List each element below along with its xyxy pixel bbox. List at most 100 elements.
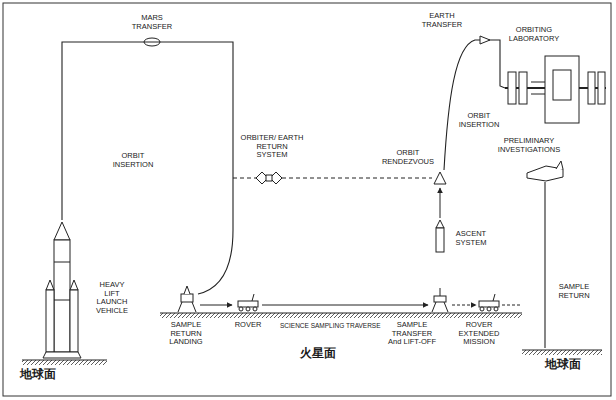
- label-holder: ROVER: [232, 321, 264, 330]
- orbiting-laboratory-part: [531, 82, 545, 83]
- orbiting-laboratory-part: [519, 72, 527, 104]
- sample-return-lander: [178, 286, 196, 312]
- earth-ground-left-part: [22, 359, 107, 360]
- phase-label: PRELIMINARY INVESTIGATIONS: [490, 137, 568, 154]
- mars-ground-part: [160, 312, 522, 313]
- station-label: ORBITING LABORATORY: [503, 26, 565, 43]
- mars-ground: [160, 313, 522, 318]
- ascent-rocket: [436, 220, 444, 252]
- launch-vehicle-part: [43, 352, 81, 358]
- extended-rover-icon-part: [479, 301, 499, 307]
- label-holder: ASCENT SYSTEM: [450, 230, 492, 247]
- label-holder: HEAVY LIFT LAUNCH VEHICLE: [92, 281, 132, 316]
- label-holder: EARTH TRANSFER: [418, 12, 466, 29]
- transfer-spacecraft: [144, 38, 160, 46]
- sample-return-path: [544, 182, 545, 348]
- ascent-arrow: [440, 188, 441, 218]
- earth-ground-right-part: [522, 350, 602, 355]
- sample-return-lander-part: [184, 286, 190, 294]
- frame-border: [3, 3, 611, 396]
- sample-transfer-lander-part: [432, 302, 448, 312]
- transfer-spacecraft-part: [144, 42, 160, 43]
- label-holder: PRELIMINARY INVESTIGATIONS: [490, 137, 568, 154]
- return-shuttle-part: [556, 161, 563, 169]
- label-holder: MARS TRANSFER: [126, 14, 178, 31]
- traverse-label: SCIENCE SAMPLING TRAVERSE: [278, 322, 383, 329]
- surface-label: 地球面: [20, 368, 56, 382]
- transfer-arrow-icon: [480, 36, 490, 44]
- sample-transfer-lander-part: [440, 288, 441, 296]
- orbiting-laboratory-part: [588, 72, 595, 104]
- transfer-spacecraft-part: [144, 38, 160, 46]
- spacecraft-label: ORBITER/ EARTH RETURN SYSTEM: [240, 134, 304, 160]
- label-holder: SAMPLE TRANSFER And LIFT-OFF: [388, 321, 436, 347]
- launch-vehicle-part: [46, 280, 54, 290]
- label-holder: ROVER EXTENDED MISSION: [452, 321, 506, 347]
- vehicle-label: ROVER: [232, 321, 264, 330]
- label-holder: SAMPLE RETURN LANDING: [160, 321, 212, 347]
- mars-transfer-path: [62, 42, 233, 294]
- earth-transfer-path: [444, 40, 505, 170]
- rover-icon-part: [252, 294, 254, 301]
- label-holder: 地球面: [545, 358, 581, 372]
- launch-vehicle-part: [54, 240, 70, 352]
- launch-vehicle: [43, 222, 81, 358]
- phase-label: EARTH TRANSFER: [418, 12, 466, 29]
- launch-vehicle-part: [54, 222, 70, 240]
- return-shuttle: [527, 161, 563, 181]
- phase-label: SAMPLE TRANSFER And LIFT-OFF: [388, 321, 436, 347]
- earth-ground-left-part: [22, 360, 107, 365]
- rover-icon-part: [239, 307, 243, 311]
- launch-vehicle-part: [54, 300, 70, 301]
- orbiter-icon: [256, 172, 282, 184]
- rendezvous-marker: [434, 172, 446, 184]
- label-holder: ORBITER/ EARTH RETURN SYSTEM: [240, 134, 304, 160]
- extended-rover-icon: [479, 294, 499, 311]
- earth-ground-right: [522, 350, 602, 355]
- surface-label: 火星面: [300, 347, 336, 361]
- phase-label: ORBIT RENDEZVOUS: [378, 149, 438, 166]
- phase-label: ROVER EXTENDED MISSION: [452, 321, 506, 347]
- extended-rover-icon-part: [480, 307, 484, 311]
- traverse-arrow: [262, 305, 428, 306]
- label-holder: 地球面: [20, 368, 56, 382]
- extended-arrow: [452, 305, 476, 306]
- mars-ground-part: [160, 313, 522, 318]
- launch-vehicle-part: [54, 262, 70, 263]
- launch-vehicle-part: [46, 290, 54, 352]
- label-holder: ORBIT INSERTION: [110, 152, 156, 169]
- label-holder: ORBITING LABORATORY: [503, 26, 565, 43]
- label-holder: ORBIT RENDEZVOUS: [378, 149, 438, 166]
- label-holder: 火星面: [300, 347, 336, 361]
- launch-vehicle-part: [70, 290, 78, 352]
- sample-transfer-lander: [432, 288, 448, 312]
- extended-rover-icon-part: [493, 294, 495, 301]
- surface-label: 地球面: [545, 358, 581, 372]
- spacecraft-label: ASCENT SYSTEM: [450, 230, 492, 247]
- orbiting-laboratory-part: [531, 94, 545, 95]
- ascent-rocket-part: [436, 220, 444, 228]
- extended-rover-icon-part: [494, 307, 498, 311]
- rover-icon-part: [253, 307, 257, 311]
- label-holder: SCIENCE SAMPLING TRAVERSE: [278, 322, 383, 329]
- vehicle-label: HEAVY LIFT LAUNCH VEHICLE: [92, 281, 132, 316]
- phase-label: SAMPLE RETURN LANDING: [160, 321, 212, 347]
- sample-transfer-lander-part: [434, 296, 446, 302]
- ascent-rocket-part: [436, 228, 444, 252]
- orbiting-laboratory-part: [545, 56, 579, 123]
- orbiter-icon-part: [266, 175, 272, 181]
- phase-label: ORBIT INSERTION: [457, 112, 501, 129]
- sample-return-lander-part: [181, 294, 193, 302]
- label-holder: ORBIT INSERTION: [457, 112, 501, 129]
- orbiting-laboratory-part: [598, 72, 605, 104]
- orbiting-laboratory-part: [508, 72, 516, 104]
- rover-icon-part: [246, 307, 250, 311]
- extended-dashed-path: [502, 305, 520, 306]
- orbiting-laboratory-part: [553, 70, 571, 100]
- phase-label: SAMPLE RETURN: [551, 283, 597, 300]
- extended-rover-icon-part: [487, 307, 491, 311]
- rover-icon: [238, 294, 258, 311]
- launch-vehicle-part: [70, 280, 78, 290]
